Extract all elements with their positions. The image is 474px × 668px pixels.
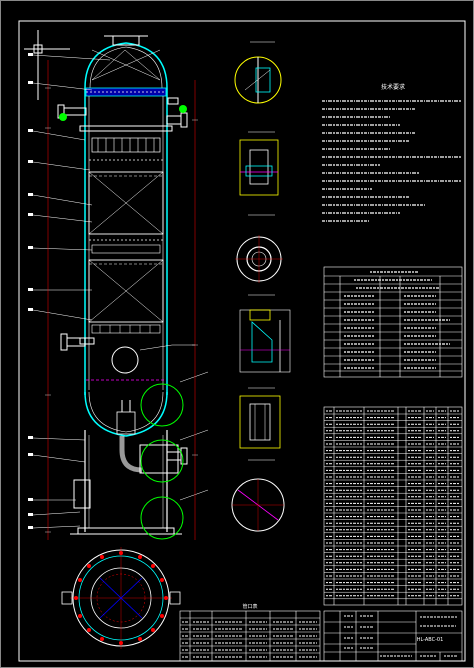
detail-view-e (239, 395, 281, 461)
drawing-number: HL-ABC-01 (417, 637, 444, 643)
parts-list-rows (324, 413, 462, 600)
detail-view-d (239, 309, 291, 389)
title-block (323, 610, 463, 662)
manhole (111, 346, 139, 374)
leader-lines (32, 54, 209, 529)
base-ring (77, 527, 175, 535)
bottom-head (84, 391, 168, 437)
column-elevation (70, 35, 182, 535)
parts-list (323, 406, 463, 606)
nozzle-table-title: 管口表 (242, 603, 257, 610)
packing-bed-2 (88, 259, 164, 323)
cursor-crosshair-icon (24, 30, 70, 100)
detail-view-c (235, 235, 283, 296)
design-data-table (323, 266, 463, 378)
nozzle-table (179, 610, 321, 662)
nozzles (57, 97, 188, 465)
detail-circles (140, 383, 184, 540)
design-data-text-marks (344, 271, 450, 369)
leader-balloons (28, 53, 33, 529)
parts-list-text-marks (326, 410, 460, 597)
dimension-lines (47, 60, 196, 540)
plan-view (61, 547, 181, 649)
notes-title: 技术要求 (381, 83, 405, 91)
detail-view-b (239, 131, 279, 216)
detail-view-f (231, 478, 285, 532)
technical-notes: 技术要求 (322, 83, 462, 222)
detail-view-a (234, 41, 282, 104)
top-head (84, 42, 168, 89)
packing-bed-1 (88, 171, 164, 235)
